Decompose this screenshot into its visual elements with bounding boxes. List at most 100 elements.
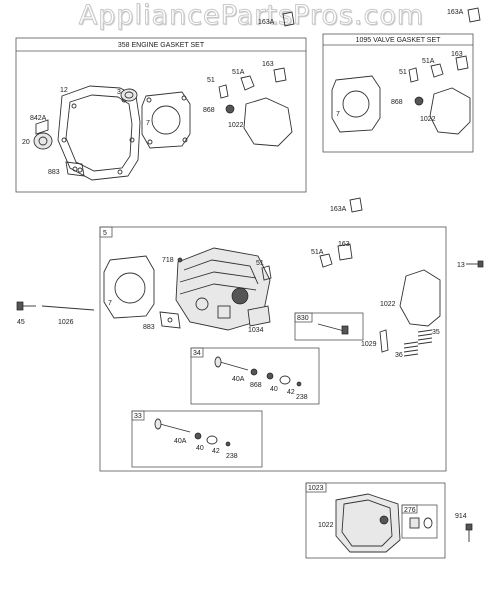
vg-part-7-head-gasket[interactable]	[331, 75, 381, 133]
box-33-label: 33	[134, 413, 142, 420]
part-51A-gasket[interactable]	[240, 75, 255, 91]
part-13-bolt[interactable]	[466, 260, 484, 268]
vg-label-51: 51	[399, 69, 407, 76]
b33-label-238: 238	[226, 453, 238, 460]
vg-label-7: 7	[336, 111, 340, 118]
m-label-883: 883	[143, 324, 155, 331]
m-label-718: 718	[162, 257, 174, 264]
m-part-7-head-gasket[interactable]	[103, 255, 155, 319]
part-51-gasket[interactable]	[218, 84, 229, 99]
vg-part-51A-gasket[interactable]	[430, 63, 444, 78]
box-34-label: 34	[193, 350, 201, 357]
box-830-label: 830	[297, 315, 309, 322]
box-276-label: 276	[404, 507, 416, 514]
m-label-51A: 51A	[311, 249, 324, 256]
part-7-head-gasket[interactable]	[141, 91, 191, 149]
part-868-washer[interactable]	[225, 104, 235, 114]
m-label-163: 163	[338, 241, 350, 248]
part-842A-seal[interactable]	[35, 119, 49, 135]
part-163A-mid[interactable]	[349, 197, 363, 213]
part-36-valve-spring[interactable]	[403, 341, 419, 357]
label-842A: 842A	[30, 115, 47, 122]
part-163-gasket[interactable]	[273, 67, 287, 83]
label-883: 883	[48, 169, 60, 176]
vg-part-868-washer[interactable]	[414, 96, 424, 106]
part-883-gasket[interactable]	[65, 161, 85, 177]
part-1026-push-rod[interactable]	[41, 305, 95, 311]
label-20: 20	[22, 139, 30, 146]
b34-label-40A: 40A	[232, 376, 245, 383]
label-3: 3	[117, 89, 121, 96]
box-276: 276	[401, 504, 438, 539]
b1023-label-1022: 1022	[318, 522, 334, 529]
engine-gasket-set-box	[15, 37, 307, 193]
m-label-36: 36	[395, 352, 403, 359]
label-45: 45	[17, 319, 25, 326]
vg-part-163-gasket[interactable]	[455, 55, 469, 71]
part-20-oil-seal[interactable]	[33, 132, 53, 150]
box-1023-label: 1023	[308, 485, 324, 492]
part-914-screw[interactable]	[465, 523, 473, 542]
part-830-rocker-stud[interactable]	[317, 323, 349, 335]
b33-label-40A: 40A	[174, 438, 187, 445]
vg-label-163: 163	[451, 51, 463, 58]
m-part-883-gasket[interactable]	[159, 311, 181, 329]
vg-label-51A: 51A	[422, 58, 435, 65]
part-1023-valve-cover[interactable]	[335, 493, 401, 553]
b33-part-40[interactable]	[194, 432, 202, 440]
watermark: AppliancePartsPros.com	[78, 0, 425, 32]
label-163A-top-1: 163A	[258, 19, 275, 26]
part-1034-baffle[interactable]	[247, 305, 271, 327]
box-34: 34 40A 868 40 42 238	[190, 347, 320, 405]
label-7: 7	[146, 120, 150, 127]
m-label-1034: 1034	[248, 327, 264, 334]
b33-part-238[interactable]	[225, 441, 231, 447]
part-718-dowel[interactable]	[177, 257, 183, 263]
part-163A-top-2[interactable]	[467, 7, 481, 23]
label-163: 163	[262, 61, 274, 68]
part-35-valve-spring[interactable]	[417, 329, 433, 345]
m-part-163-gasket[interactable]	[337, 243, 353, 261]
b33-label-42: 42	[212, 448, 220, 455]
label-163A-top-2: 163A	[447, 9, 464, 16]
engine-gasket-set-title: 358 ENGINE GASKET SET	[118, 42, 205, 49]
label-13: 13	[457, 262, 465, 269]
m-label-1022: 1022	[380, 301, 396, 308]
main-assembly-box	[99, 226, 447, 472]
label-1026: 1026	[58, 319, 74, 326]
b34-part-42[interactable]	[279, 375, 291, 385]
b34-label-42: 42	[287, 389, 295, 396]
b34-part-40[interactable]	[266, 372, 274, 380]
b34-part-868[interactable]	[250, 368, 258, 376]
engine-gasket-set: 358 ENGINE GASKET SET 12 3 7 51	[15, 37, 307, 193]
b34-part-238[interactable]	[296, 381, 302, 387]
part-3-oil-seal[interactable]	[120, 88, 138, 102]
part-1022-valve-cover-gasket[interactable]	[243, 97, 293, 147]
valve-gasket-set: 1095 VALVE GASKET SET 7 51 51A 163 868 1…	[322, 33, 474, 153]
main-box-label: 5	[103, 230, 107, 237]
label-51: 51	[207, 77, 215, 84]
part-276-breather[interactable]	[409, 517, 433, 529]
vg-part-51-gasket[interactable]	[408, 67, 419, 83]
part-1029-valve-retainer[interactable]	[379, 329, 389, 353]
vg-part-1022-valve-cover-gasket[interactable]	[429, 87, 471, 135]
part-12-crankcase-gasket[interactable]	[57, 85, 141, 181]
label-163A-mid: 163A	[330, 206, 347, 213]
m-part-51-gasket[interactable]	[261, 265, 272, 281]
b33-part-42[interactable]	[206, 435, 218, 445]
cylinder-head[interactable]	[175, 247, 271, 331]
vg-label-1022: 1022	[420, 116, 436, 123]
m-label-35: 35	[432, 329, 440, 336]
m-label-1029: 1029	[361, 341, 377, 348]
box-1023: 1023 1022 276	[305, 482, 446, 559]
box-830: 830	[294, 312, 364, 341]
m-part-51A-gasket[interactable]	[319, 253, 333, 268]
b33-valve[interactable]	[154, 418, 191, 433]
part-163A-top-1[interactable]	[282, 11, 295, 27]
part-45-bolt[interactable]	[16, 301, 36, 311]
b34-label-868: 868	[250, 382, 262, 389]
b34-valve[interactable]	[214, 356, 249, 371]
m-part-1022-valve-cover-gasket[interactable]	[399, 269, 441, 327]
m-label-7: 7	[108, 300, 112, 307]
